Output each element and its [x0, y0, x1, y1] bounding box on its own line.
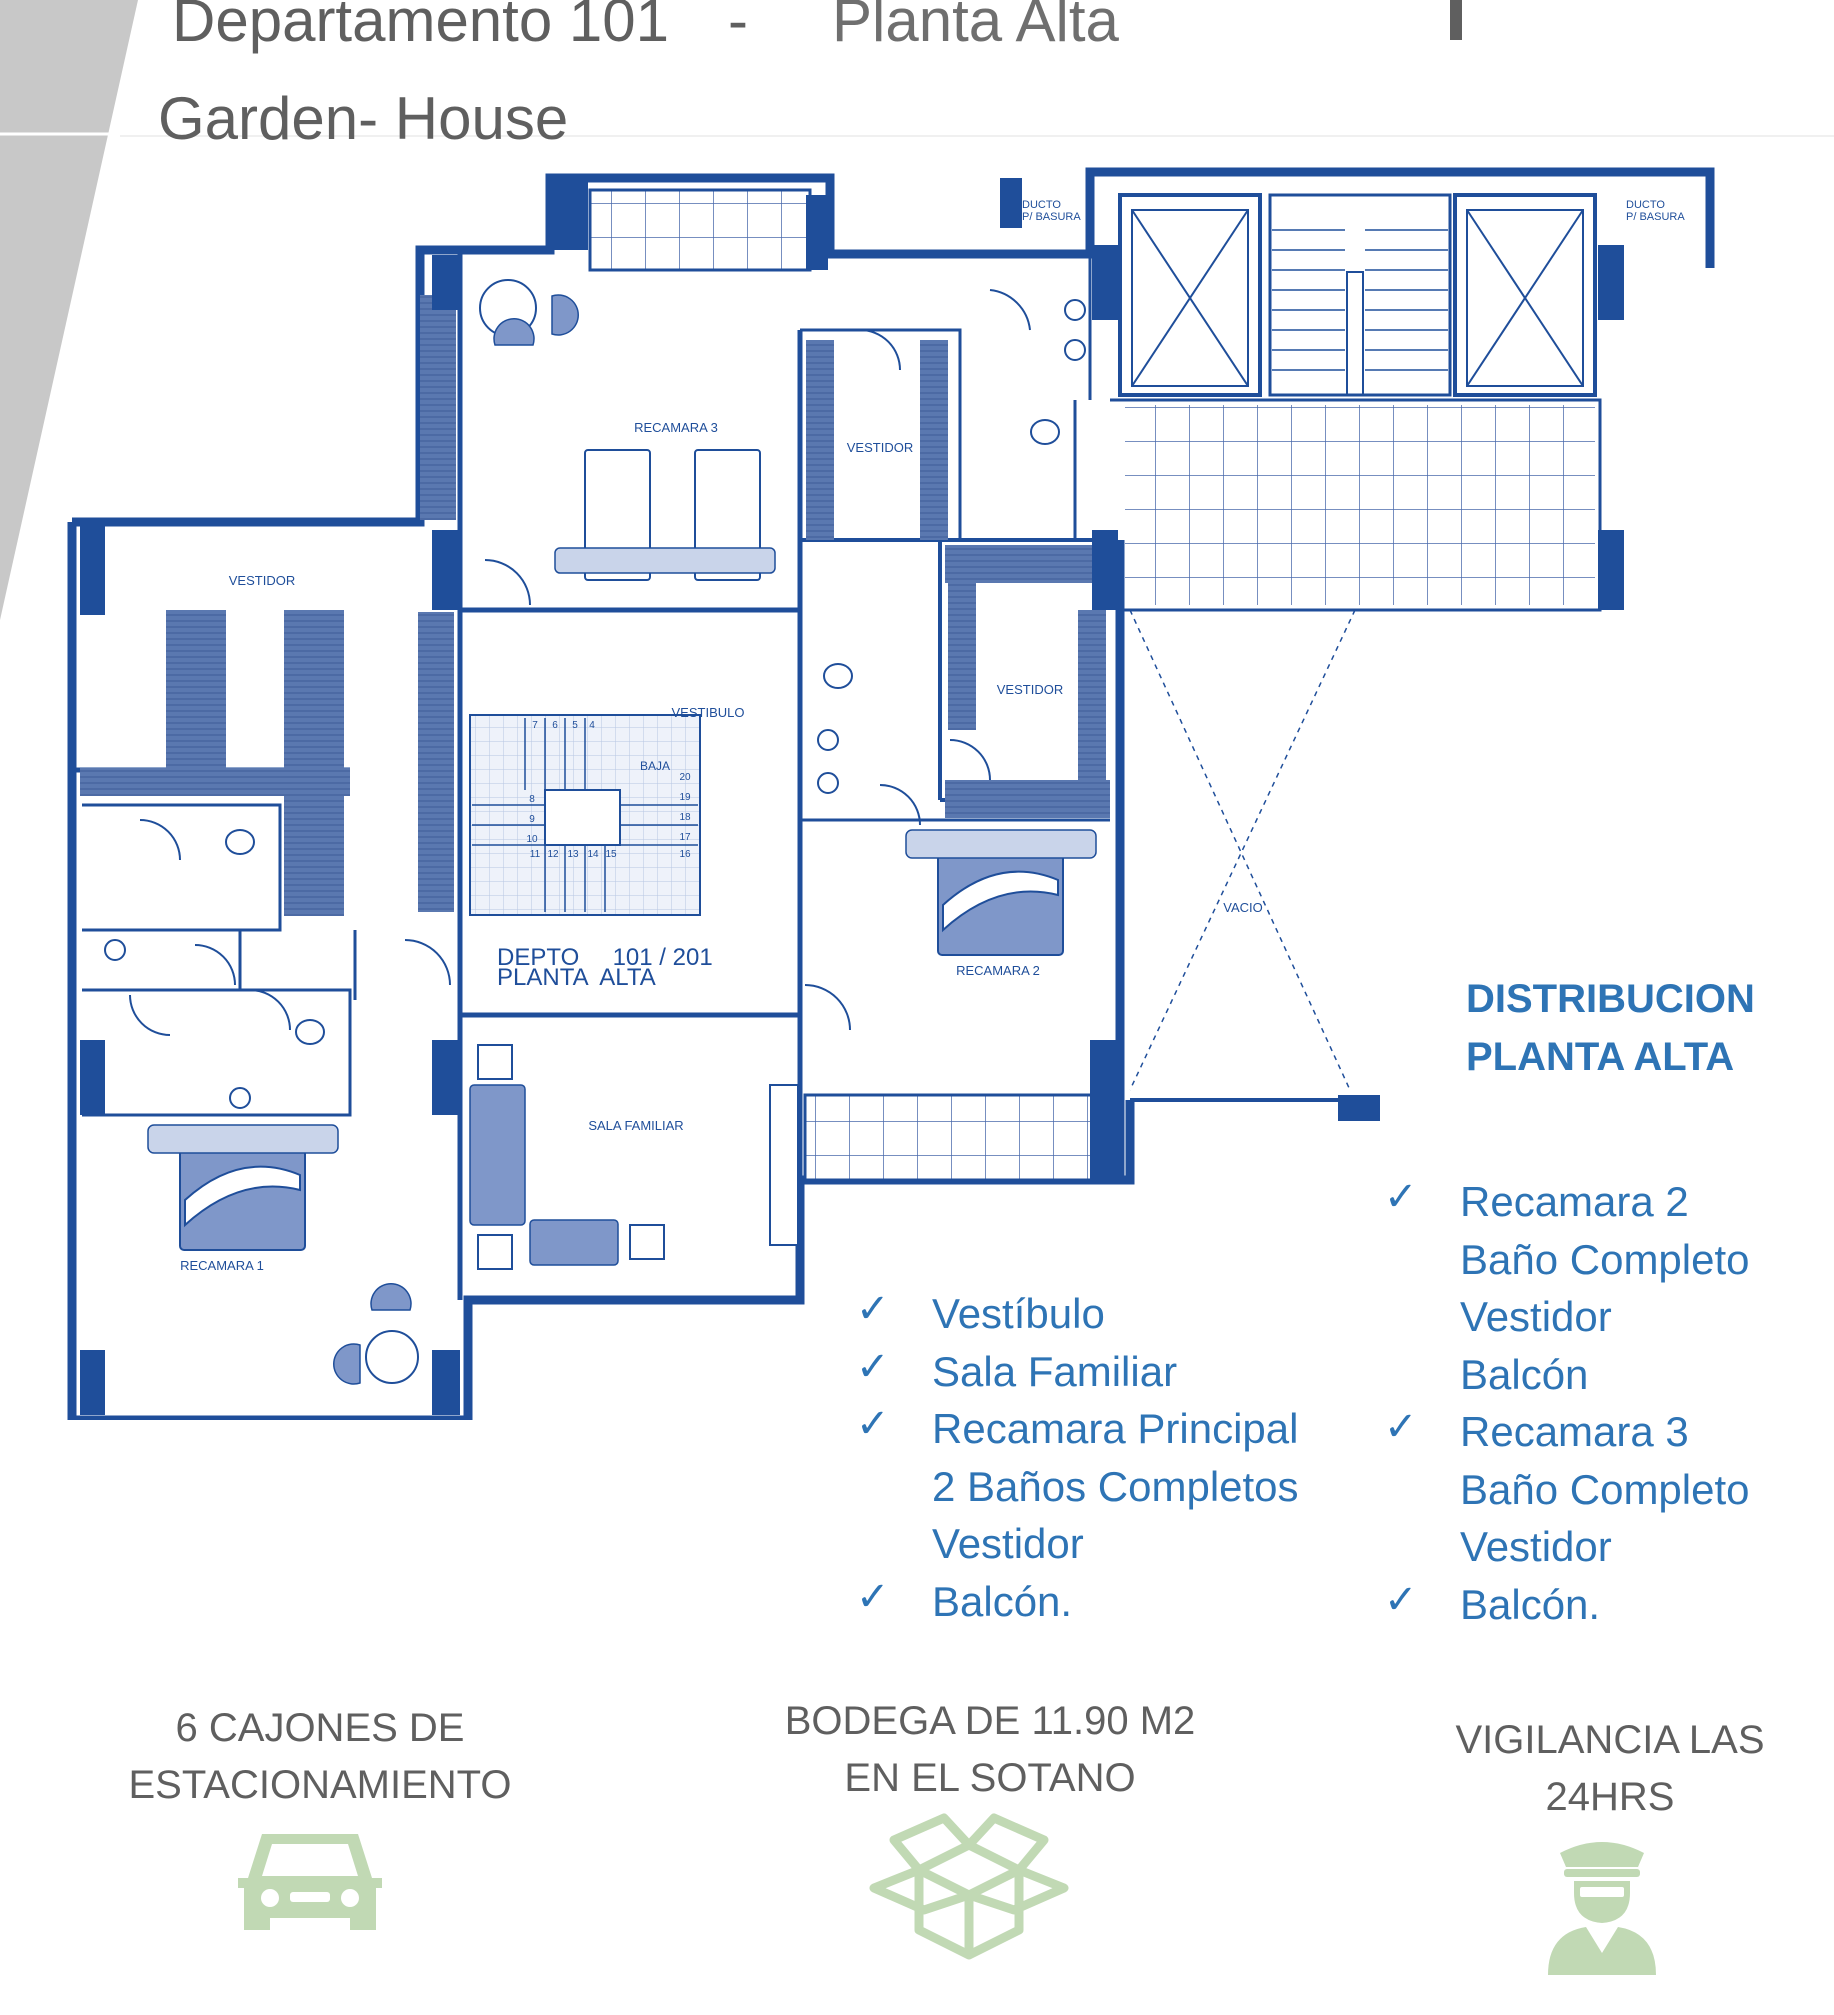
label-vestibulo: VESTIBULO	[672, 705, 745, 720]
label-vestidor-r3: VESTIDOR	[847, 440, 913, 455]
stair-step: 12	[547, 849, 559, 860]
distribution-title-line-1: DISTRIBUCION	[1466, 977, 1755, 1021]
feature-sub-label: Balcón	[1460, 1350, 1589, 1398]
check-icon: ✓	[1384, 1576, 1418, 1623]
depto-label-line-1: DEPTO 101 / 201	[497, 944, 713, 971]
stair-step: 19	[679, 792, 691, 803]
stair-step: 5	[572, 720, 578, 731]
title-separator: -	[728, 0, 748, 54]
amenity-parking-line-2: ESTACIONAMIENTO	[128, 1763, 512, 1807]
list-item: ✓ Recamara Principal 2 Baños Completos V…	[856, 1400, 1299, 1573]
feature-sub-label: Baño Completo	[1460, 1235, 1750, 1283]
list-item: ✓ Sala Familiar	[856, 1343, 1299, 1401]
cropped-glyph	[1450, 0, 1462, 40]
check-icon: ✓	[856, 1401, 890, 1447]
depto-label-line-2: PLANTA ALTA	[497, 964, 656, 991]
stair-step: 15	[605, 849, 617, 860]
unit-title: Departamento 101	[172, 0, 669, 54]
features-list-left: ✓ Vestíbulo ✓ Sala Familiar ✓ Recamara P…	[856, 1285, 1299, 1630]
feature-sub-label: 2 Baños Completos	[932, 1462, 1299, 1510]
label-vacio: VACIO	[1223, 900, 1263, 915]
amenity-storage-line-2: EN EL SOTANO	[844, 1756, 1136, 1800]
label-ducto-right-1: DUCTO	[1626, 199, 1665, 211]
stair-step: 16	[679, 849, 691, 860]
stair-step: 18	[679, 812, 691, 823]
stair-step: 13	[567, 849, 579, 860]
stair-step: 8	[529, 794, 535, 805]
label-recamara-3: RECAMARA 3	[634, 420, 718, 435]
feature-label: Recamara 3	[1460, 1408, 1689, 1455]
amenity-security: VIGILANCIA LAS 24HRS	[1440, 1712, 1780, 1826]
stair-step: 9	[529, 814, 535, 825]
label-vestidor-r2: VESTIDOR	[997, 682, 1063, 697]
box-icon	[869, 1813, 1069, 1960]
label-ducto-right-2: P/ BASURA	[1626, 211, 1685, 223]
feature-label: Vestíbulo	[932, 1290, 1105, 1337]
distribution-title: DISTRIBUCION PLANTA ALTA	[1466, 970, 1755, 1086]
feature-sub-label: Vestidor	[1460, 1523, 1612, 1570]
label-vestidor-main: VESTIDOR	[229, 573, 295, 588]
floor-title: Planta Alta	[832, 0, 1119, 54]
check-icon: ✓	[856, 1573, 890, 1620]
check-icon: ✓	[1384, 1404, 1418, 1450]
feature-label: Sala Familiar	[932, 1347, 1178, 1395]
stair-step: 20	[679, 772, 691, 783]
feature-label: Recamara Principal	[932, 1405, 1299, 1452]
stair-step: 11	[530, 849, 541, 860]
feature-label: Balcón.	[1460, 1580, 1601, 1628]
check-icon: ✓	[1384, 1174, 1418, 1220]
stair-label-baja: BAJA	[640, 759, 670, 773]
feature-label: Recamara 2	[1460, 1178, 1689, 1225]
amenity-storage-line-1: BODEGA DE 11.90 M2	[784, 1699, 1196, 1743]
features-list-right: ✓ Recamara 2 Baño Completo Vestidor Balc…	[1384, 1173, 1750, 1633]
feature-sub-label: Baño Completo	[1460, 1465, 1750, 1513]
list-item: ✓ Balcón.	[856, 1573, 1299, 1631]
stair-step: 7	[532, 720, 538, 731]
stair-step: 6	[552, 720, 558, 731]
feature-sub-label: Vestidor	[932, 1520, 1084, 1567]
check-icon: ✓	[856, 1286, 890, 1332]
label-sala-familiar: SALA FAMILIAR	[588, 1118, 683, 1133]
label-ducto-left-1: DUCTO	[1022, 199, 1061, 211]
stair-step: 10	[526, 834, 538, 845]
list-item: ✓ Vestíbulo	[856, 1285, 1299, 1343]
feature-label: Balcón.	[932, 1577, 1073, 1625]
stair-step: 17	[679, 832, 691, 843]
label-ducto-left-2: P/ BASURA	[1022, 211, 1081, 223]
amenity-storage: BODEGA DE 11.90 M2 EN EL SOTANO	[760, 1693, 1220, 1807]
amenity-parking: 6 CAJONES DE ESTACIONAMIENTO	[100, 1700, 540, 1814]
list-item: ✓ Recamara 2 Baño Completo Vestidor Balc…	[1384, 1173, 1750, 1403]
distribution-title-line-2: PLANTA ALTA	[1466, 1035, 1735, 1079]
header-rule	[120, 135, 1834, 137]
car-icon	[238, 1834, 382, 1930]
list-item: ✓ Recamara 3 Baño Completo Vestidor	[1384, 1403, 1750, 1576]
guard-icon	[1548, 1842, 1656, 1975]
check-icon: ✓	[856, 1343, 890, 1390]
unit-type: Garden- House	[158, 85, 569, 152]
amenity-security-line-1: VIGILANCIA LAS	[1455, 1718, 1765, 1762]
amenity-parking-line-1: 6 CAJONES DE	[175, 1706, 465, 1750]
floor-plan: RECAMARA 3 VESTIDOR VESTIDOR VESTIBULO V…	[67, 167, 1715, 1420]
stair-step: 4	[589, 720, 595, 731]
label-recamara-1: RECAMARA 1	[180, 1258, 264, 1273]
label-recamara-2: RECAMARA 2	[956, 963, 1040, 978]
stair-step: 14	[587, 849, 599, 860]
list-item: ✓ Balcón.	[1384, 1576, 1750, 1634]
amenity-security-line-2: 24HRS	[1545, 1775, 1675, 1819]
decorative-band	[0, 0, 138, 620]
feature-sub-label: Vestidor	[1460, 1293, 1612, 1340]
